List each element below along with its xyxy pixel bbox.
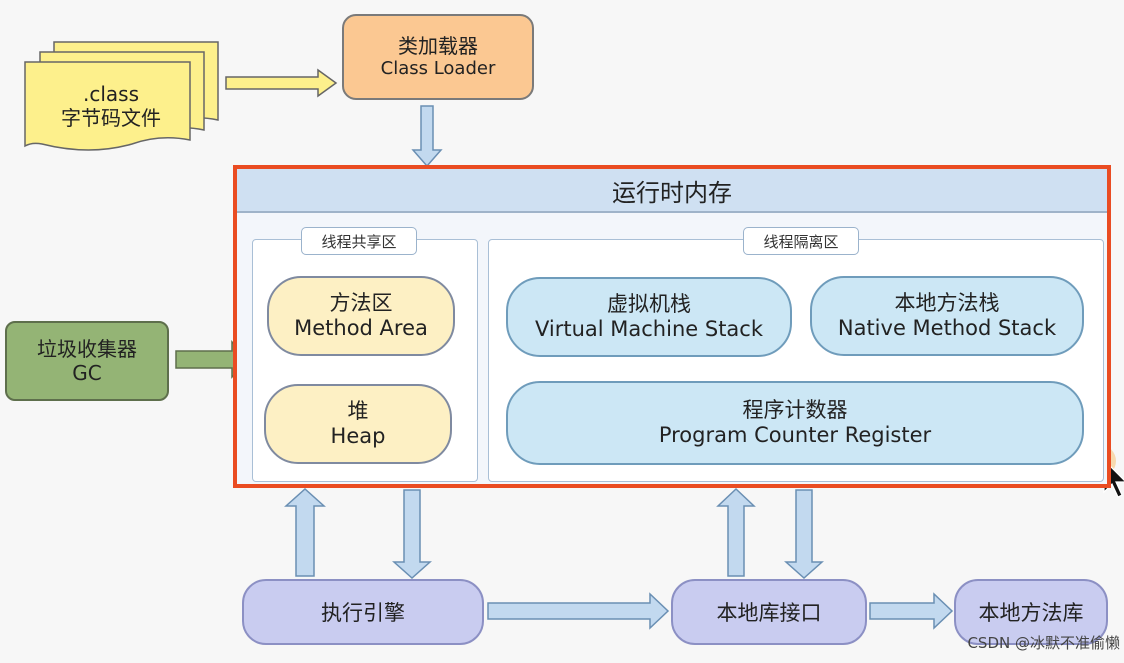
engine-down-arrow [392,489,432,580]
pc-register-node: 程序计数器 Program Counter Register [506,381,1084,465]
native-stack-cn: 本地方法栈 [894,290,1000,315]
pc-register-cn: 程序计数器 [742,397,848,422]
class-file-icon [24,41,219,151]
watermark-text: CSDN @冰默不准偷懒 [967,634,1120,652]
gc-cn: 垃圾收集器 [37,337,137,361]
engine-to-interface-arrow [487,592,670,630]
class-file-name: 字节码文件 [61,106,161,130]
interface-up-arrow [716,487,756,577]
native-stack-en: Native Method Stack [837,316,1057,340]
thread-isolated-label: 线程隔离区 [743,227,859,255]
class-file-extension: .class [82,82,139,106]
native-interface-node: 本地库接口 [671,579,867,645]
file-to-loader-arrow [225,68,338,98]
pc-register-en: Program Counter Register [658,423,932,447]
class-loader-en: Class Loader [380,58,496,80]
method-area-cn: 方法区 [329,290,393,315]
class-loader-box: 类加载器 Class Loader [342,14,534,100]
loader-to-runtime-arrow [411,105,443,168]
heap-node: 堆 Heap [264,384,452,464]
engine-up-arrow [284,487,326,577]
thread-shared-label: 线程共享区 [301,227,417,255]
interface-down-arrow [784,489,824,580]
class-file-label: .class 字节码文件 [36,78,186,134]
method-area-node: 方法区 Method Area [267,276,455,356]
interface-to-library-arrow [869,592,954,630]
execution-engine-node: 执行引擎 [242,579,484,645]
native-library-node: 本地方法库 [954,579,1108,645]
gc-box: 垃圾收集器 GC [5,321,169,401]
heap-cn: 堆 [347,398,369,423]
runtime-memory-frame: 运行时内存 线程共享区 线程隔离区 方法区 Method Area 堆 Heap… [233,165,1111,488]
method-area-en: Method Area [294,316,428,340]
vm-stack-node: 虚拟机栈 Virtual Machine Stack [506,277,792,357]
heap-en: Heap [330,424,386,448]
runtime-memory-title: 运行时内存 [237,169,1107,213]
class-loader-cn: 类加载器 [398,34,478,59]
native-method-stack-node: 本地方法栈 Native Method Stack [810,276,1084,356]
gc-en: GC [72,361,102,385]
vm-stack-cn: 虚拟机栈 [607,291,691,316]
vm-stack-en: Virtual Machine Stack [534,317,764,341]
